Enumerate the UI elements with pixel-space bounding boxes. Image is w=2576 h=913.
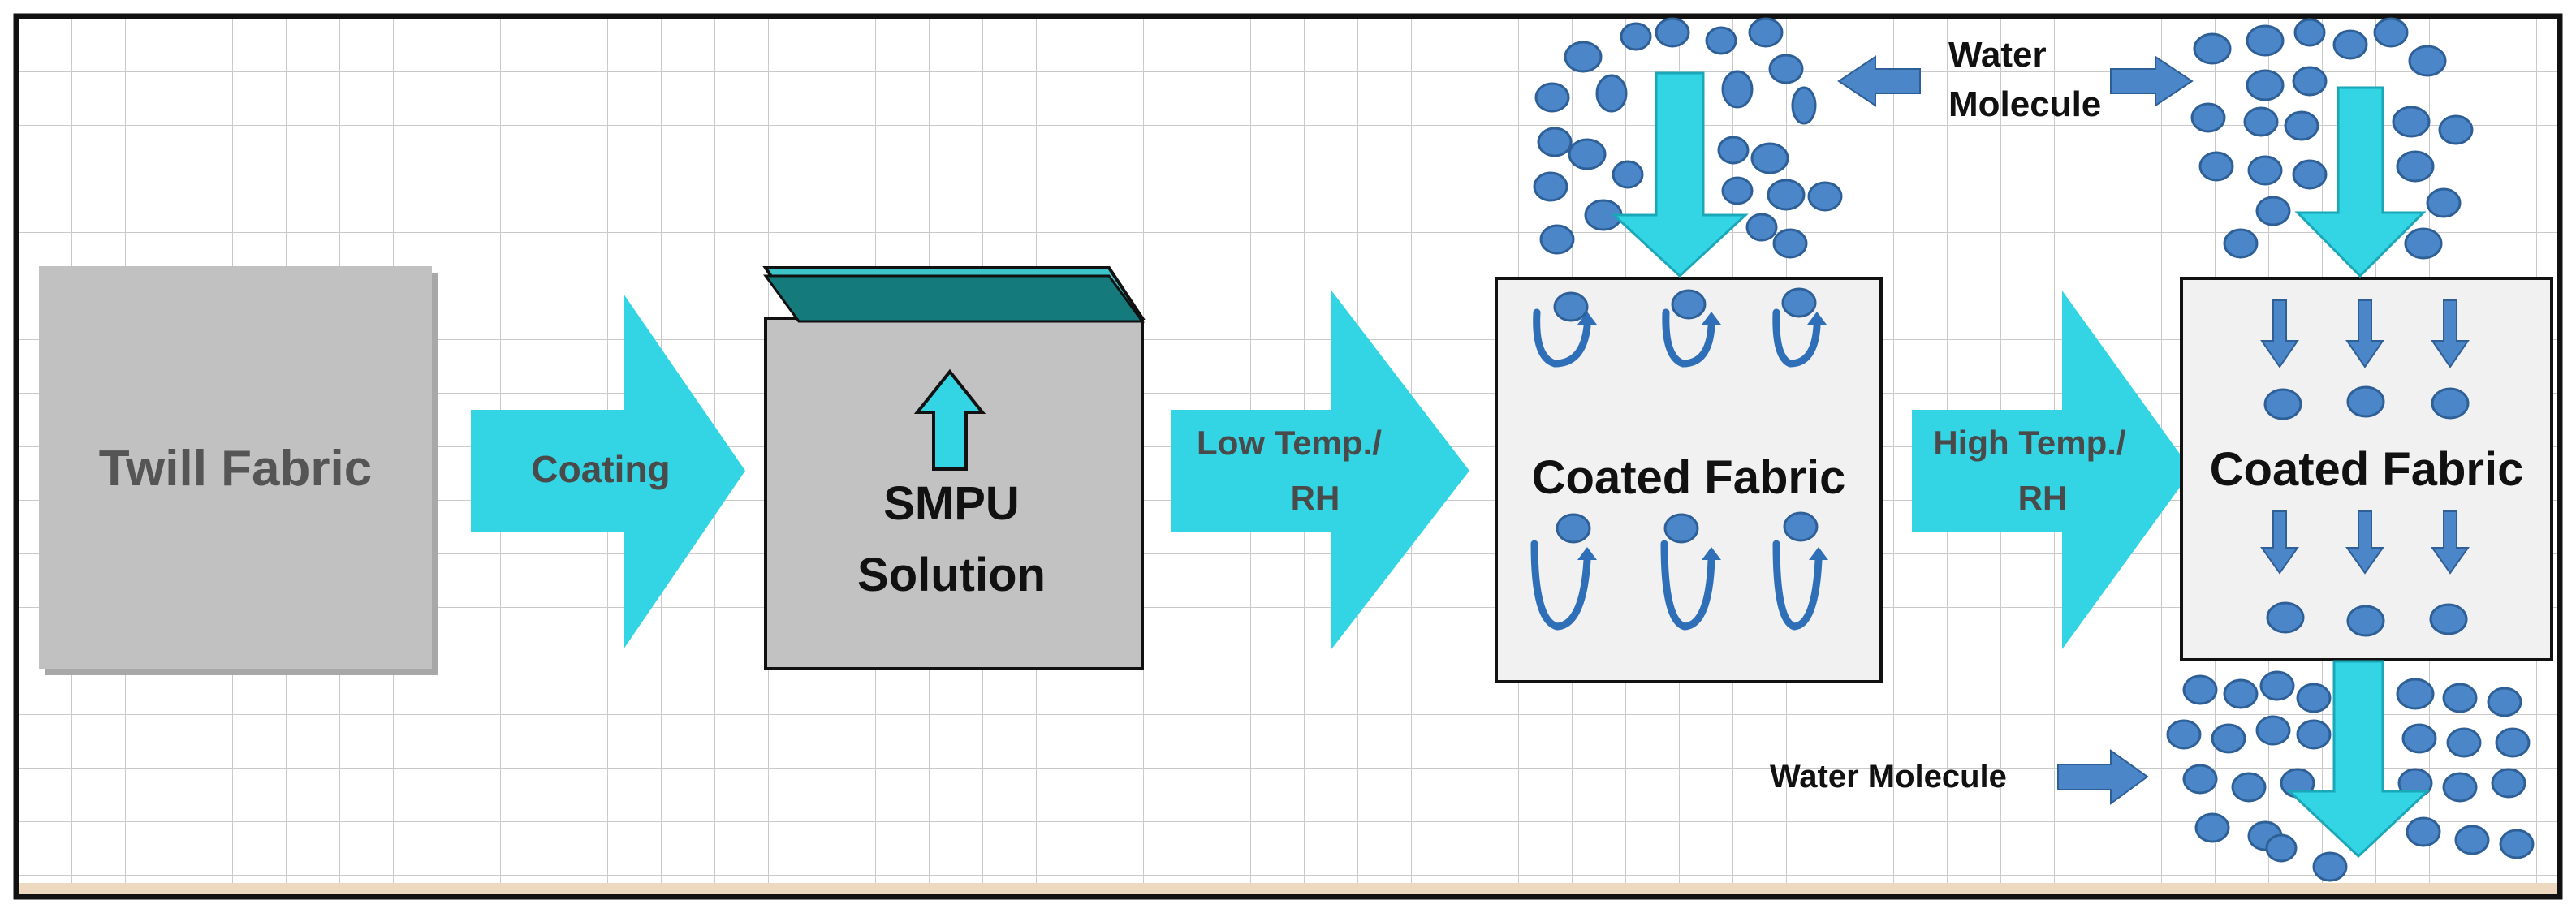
twill-fabric-label: Twill Fabric	[99, 441, 372, 497]
down-arrow-top-right	[2294, 86, 2427, 278]
low-temp-label-line2: RH	[1291, 479, 1340, 517]
high-temp-arrow: High Temp./ RH	[1912, 291, 2192, 649]
water-molecule-bottom-label: Water Molecule	[1770, 759, 2007, 795]
smpu-label-line2: Solution	[857, 549, 1046, 601]
up-arrow-icon	[913, 368, 986, 471]
water-cluster-bottom-right	[2166, 670, 2535, 882]
pointer-arrow-right	[2110, 55, 2194, 107]
down-arrow-bottom-right	[2286, 660, 2431, 859]
curl-arrows-left	[1530, 308, 1828, 631]
water-cluster-top-right	[2190, 17, 2474, 260]
pointer-arrow-bottom	[2057, 749, 2149, 805]
water-cluster-top-left	[1533, 17, 1843, 259]
low-temp-arrow: Low Temp./ RH	[1171, 291, 1469, 649]
high-temp-label-line2: RH	[2018, 479, 2068, 517]
coating-arrow: Coating	[471, 294, 745, 649]
down-arrow-top-left	[1611, 71, 1749, 278]
coated-fabric-right-label: Coated Fabric	[2210, 443, 2524, 496]
low-temp-label-line1: Low Temp./	[1197, 424, 1382, 462]
water-molecule-top-label-line2: Molecule	[1948, 84, 2101, 124]
frame-border	[13, 13, 2563, 900]
down-arrows-right	[2260, 299, 2470, 575]
bottom-strip	[18, 883, 2558, 895]
smpu-label-line1: SMPU	[883, 477, 1020, 530]
smpu-solution-box: SMPU Solution	[762, 266, 1146, 670]
water-molecule-top-label-line1: Water	[1948, 35, 2047, 75]
twill-fabric-box: Twill Fabric	[39, 266, 438, 675]
curl-molecules-left	[1553, 287, 1819, 544]
transit-molecules-right	[2263, 385, 2470, 637]
coating-label: Coating	[531, 448, 670, 490]
high-temp-label-line1: High Temp./	[1933, 424, 2126, 462]
coated-fabric-left-label: Coated Fabric	[1532, 451, 1846, 504]
pointer-arrow-left	[1837, 55, 1921, 107]
